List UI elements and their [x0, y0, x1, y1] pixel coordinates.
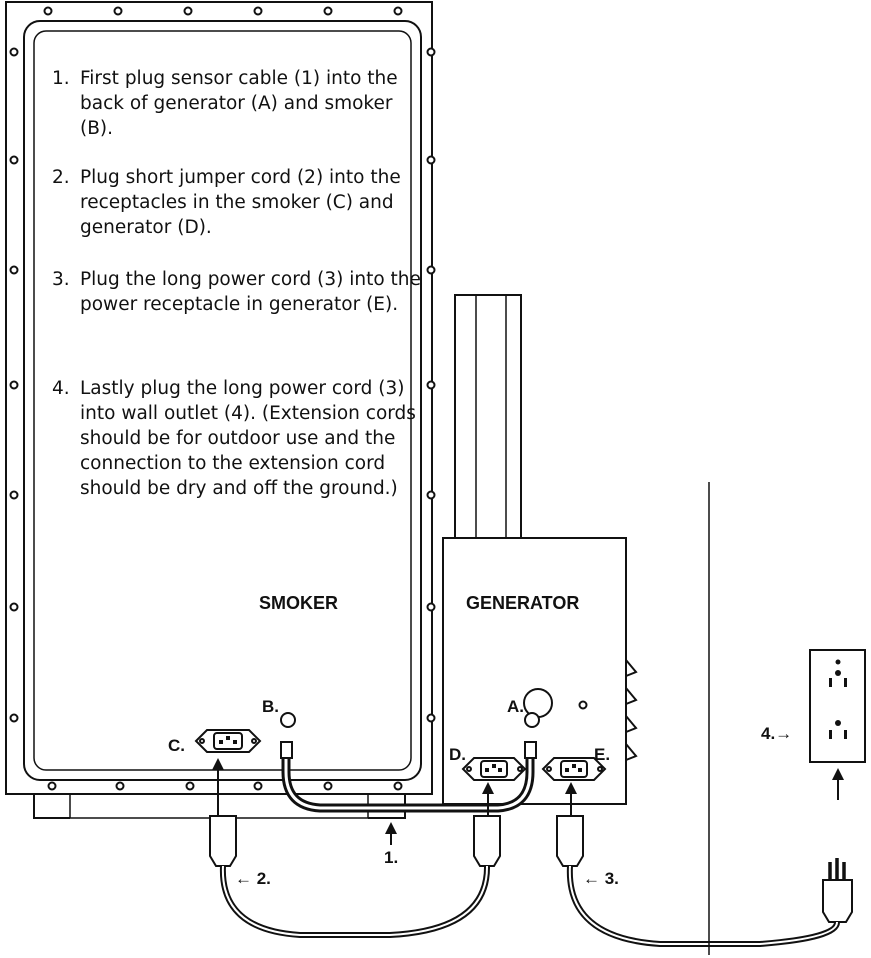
- label-d: D.: [449, 745, 466, 764]
- label-cord-2: ← 2.: [235, 869, 271, 888]
- label-cord-3: ← 3.: [583, 869, 619, 888]
- step-text: Plug the long power cord (3) into the po…: [80, 269, 421, 315]
- step-number: 3.: [52, 269, 70, 290]
- label-b: B.: [262, 697, 279, 716]
- arrows: [212, 758, 844, 845]
- smoker-bolts: [9, 6, 436, 791]
- step-number: 4.: [52, 378, 70, 399]
- smoker-label: SMOKER: [259, 593, 338, 613]
- generator-unit: [442, 294, 638, 805]
- label-outlet-4: 4.→: [761, 724, 792, 743]
- receptacle-d: [461, 757, 527, 781]
- label-a: A.: [507, 697, 524, 716]
- instruction-step-2: 2. Plug short jumper cord (2) into the r…: [52, 165, 442, 240]
- step-number: 1.: [52, 68, 70, 89]
- instruction-step-1: 1. First plug sensor cable (1) into the …: [52, 66, 442, 141]
- instruction-step-3: 3. Plug the long power cord (3) into the…: [52, 267, 442, 317]
- sensor-jack-b: [280, 712, 296, 728]
- generator-label: GENERATOR: [466, 593, 579, 613]
- step-text: Lastly plug the long power cord (3) into…: [80, 378, 416, 499]
- jumper-cord: [209, 815, 501, 938]
- sensor-jack-a: [524, 712, 540, 728]
- label-c: C.: [168, 736, 185, 755]
- instruction-step-4: 4. Lastly plug the long power cord (3) i…: [52, 376, 442, 501]
- label-cable-1: 1.: [384, 848, 398, 867]
- wall-outlet: [809, 649, 866, 763]
- label-e: E.: [594, 745, 610, 764]
- receptacle-e: [541, 757, 607, 781]
- step-number: 2.: [52, 167, 70, 188]
- step-text: First plug sensor cable (1) into the bac…: [80, 68, 398, 139]
- receptacle-c: [194, 729, 262, 753]
- power-cord: [556, 815, 853, 947]
- step-text: Plug short jumper cord (2) into the rece…: [80, 167, 401, 238]
- sensor-cable: [280, 741, 537, 813]
